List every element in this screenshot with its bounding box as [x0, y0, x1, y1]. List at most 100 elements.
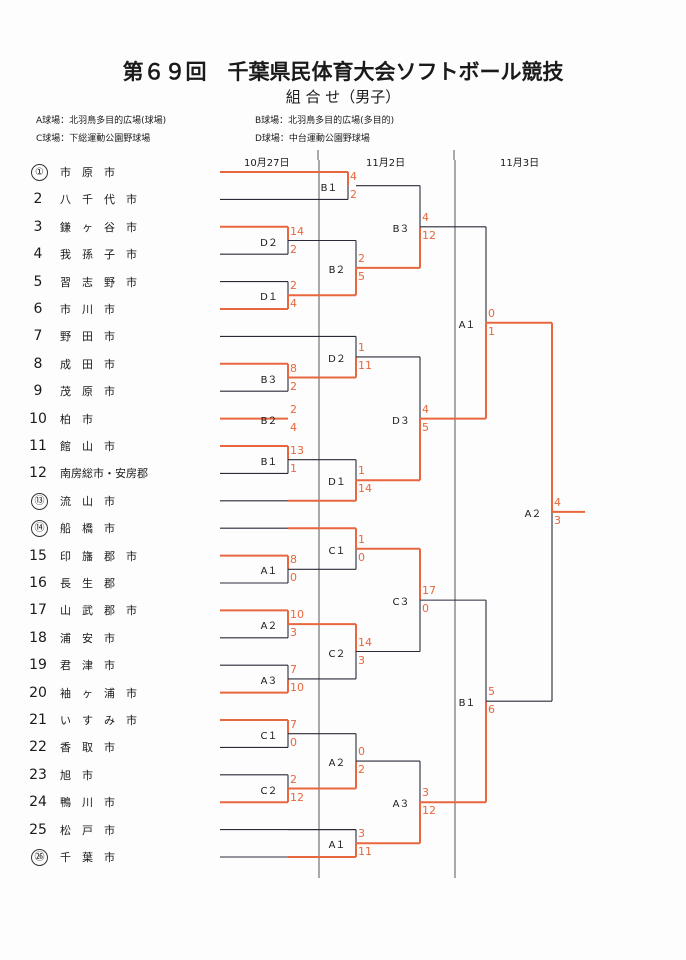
team-name: 鎌 ヶ 谷 市: [60, 220, 137, 234]
match-score: 8: [290, 361, 297, 375]
team-name: 香 取 市: [60, 741, 115, 755]
match-score: 12: [422, 228, 436, 242]
team-number: 15: [29, 547, 47, 564]
match-score: 1: [290, 461, 297, 475]
venue-b: B球場：北羽鳥多目的広場(多目的): [255, 116, 395, 126]
match-score: 1: [358, 340, 365, 354]
match-label: D１: [328, 477, 346, 489]
team-name: 山 武 郡 市: [60, 604, 137, 618]
team-name: 印 旛 郡 市: [60, 549, 137, 563]
team-number: 6: [33, 301, 43, 317]
match-score: 2: [358, 251, 365, 265]
team-name: 浦 安 市: [60, 631, 115, 645]
team-number: 4: [33, 246, 43, 263]
team-number: 21: [29, 712, 47, 728]
match-score: 0: [290, 571, 297, 585]
team-name: 柏 市: [60, 412, 93, 426]
team-name: 野 田 市: [60, 330, 115, 344]
team-number: 11: [29, 438, 47, 454]
match-label: B３: [260, 374, 278, 386]
match-label: D１: [260, 292, 278, 304]
team-name: 茂 原 市: [60, 385, 115, 399]
match-score: 10: [290, 680, 304, 694]
venue-d: D球場：中台運動公園野球場: [255, 134, 370, 144]
match-score: 13: [290, 443, 304, 457]
date-round1: 10月27日: [244, 158, 290, 169]
match-score: 2: [290, 402, 297, 416]
team-name: 旭 市: [60, 768, 93, 782]
match-label: C３: [392, 597, 410, 609]
date-round2: 11月2日: [366, 158, 406, 169]
venue-a: A球場：北羽鳥多目的広場(球場): [36, 116, 167, 126]
match-label: C１: [328, 545, 346, 557]
match-label: C２: [260, 785, 278, 797]
match-score: 3: [358, 653, 365, 667]
match-score: 14: [358, 635, 372, 649]
match-score: 11: [358, 845, 372, 859]
match-score: 4: [554, 495, 561, 509]
team-name: 君 津 市: [60, 659, 115, 673]
match-score: 4: [290, 420, 297, 434]
team-number: ①: [31, 164, 48, 181]
match-label: B１: [320, 182, 338, 194]
team-number: 20: [29, 684, 47, 701]
team-name: 流 山 市: [60, 494, 115, 508]
match-label: A２: [328, 758, 346, 770]
team-name: 袖 ヶ 浦 市: [60, 686, 137, 700]
match-score: 5: [422, 420, 429, 434]
match-score: 0: [488, 306, 495, 320]
match-label: B１: [260, 456, 278, 468]
match-score: 4: [422, 402, 429, 416]
match-score: 6: [488, 703, 495, 717]
team-name: 船 橋 市: [60, 522, 115, 536]
match-label: A１: [260, 566, 278, 578]
team-number: 9: [33, 383, 43, 400]
match-label: C２: [328, 648, 346, 660]
match-score: 12: [290, 790, 304, 804]
match-score: 3: [554, 513, 561, 527]
match-score: 2: [290, 279, 297, 293]
match-score: 5: [358, 269, 365, 283]
match-score: 7: [290, 662, 297, 676]
match-label: B２: [260, 415, 278, 427]
team-number: 5: [33, 273, 43, 290]
team-name: 習 志 野 市: [60, 275, 137, 289]
team-name: 千 葉 市: [60, 851, 115, 864]
match-label: B３: [392, 223, 410, 235]
match-score: 2: [290, 242, 297, 256]
match-score: 12: [422, 804, 436, 818]
team-name: 南房総市・安房郡: [60, 467, 148, 481]
match-score: 17: [422, 584, 436, 598]
page-title: 第６９回 千葉県民体育大会ソフトボール競技: [122, 60, 564, 84]
match-score: 0: [358, 550, 365, 564]
match-label: B２: [328, 264, 346, 276]
team-number: ㉖: [31, 849, 48, 866]
match-score: 1: [358, 532, 365, 546]
team-number: 3: [33, 218, 43, 235]
match-label: C１: [260, 730, 278, 742]
team-name: 我 孫 子 市: [60, 248, 137, 262]
team-name: 市 原 市: [60, 166, 115, 179]
match-label: A１: [328, 840, 346, 852]
team-number: 7: [33, 328, 43, 345]
match-score: 5: [488, 685, 495, 699]
team-name: 松 戸 市: [60, 823, 115, 837]
match-label: A２: [524, 508, 542, 520]
team-name: 館 山 市: [60, 440, 115, 453]
match-score: 8: [290, 553, 297, 567]
match-score: 0: [422, 602, 429, 616]
match-score: 2: [290, 772, 297, 786]
team-number: 17: [29, 602, 47, 619]
team-number: 12: [29, 465, 47, 482]
match-score: 14: [358, 482, 372, 496]
match-score: 2: [290, 379, 297, 393]
team-number: 23: [29, 766, 47, 783]
match-score: 14: [290, 224, 304, 238]
match-score: 10: [290, 608, 304, 622]
match-score: 7: [290, 717, 297, 731]
team-number: 25: [29, 821, 47, 838]
match-score: 1: [488, 324, 495, 338]
team-name: 八 千 代 市: [60, 193, 137, 207]
team-number: 22: [29, 739, 47, 756]
